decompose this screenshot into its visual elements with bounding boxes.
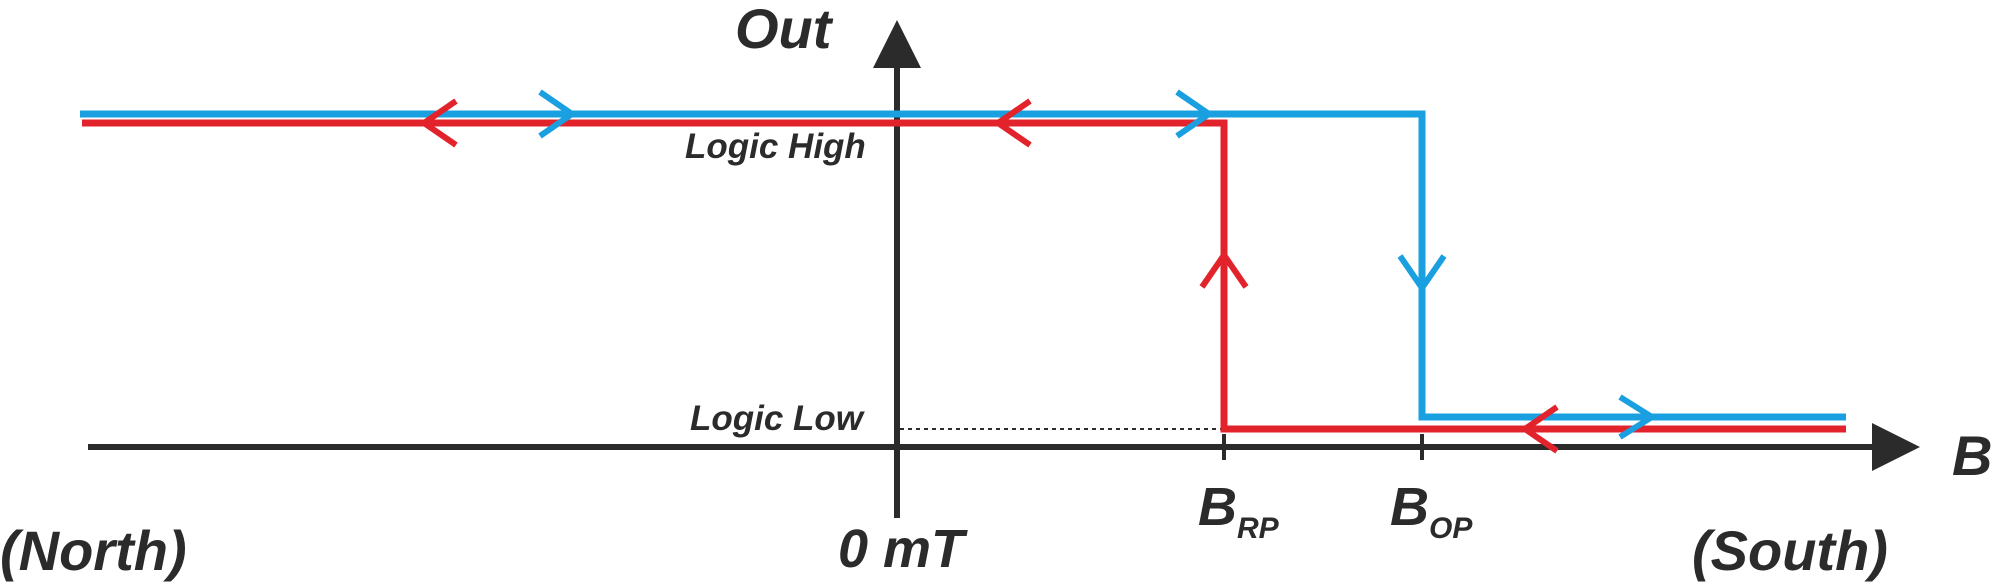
brp-label-sub: RP	[1237, 512, 1280, 545]
logic-low-label: Logic Low	[690, 399, 866, 438]
logic-high-label: Logic High	[685, 127, 866, 166]
south-direction-label: (South)	[1692, 519, 1888, 582]
blue-down-chevron-icon	[1397, 254, 1447, 294]
decreasing-field-curve	[82, 119, 1846, 433]
y-axis-label: Out	[735, 0, 834, 60]
x-axis-label: B	[1952, 424, 1992, 487]
red-left-chevron-icon	[1519, 404, 1559, 454]
red-up-chevron-icon	[1199, 249, 1249, 289]
y-axis-arrowhead-icon	[873, 20, 921, 68]
blue-right-chevron-icon	[1618, 394, 1658, 440]
increasing-field-curve	[80, 110, 1846, 421]
x-axis-arrowhead-icon	[1872, 423, 1920, 471]
north-direction-label: (North)	[0, 519, 187, 582]
brp-label: BRP	[1198, 477, 1280, 545]
red-left-chevron-icon	[992, 98, 1032, 148]
red-left-chevron-icon	[418, 98, 458, 148]
blue-right-chevron-icon	[538, 89, 578, 139]
bop-label-main: B	[1390, 477, 1429, 537]
brp-label-main: B	[1198, 477, 1237, 537]
blue-right-chevron-icon	[1175, 89, 1215, 139]
origin-label: 0 mT	[838, 519, 968, 579]
bop-label-sub: OP	[1429, 512, 1473, 545]
bop-label: BOP	[1390, 477, 1473, 545]
